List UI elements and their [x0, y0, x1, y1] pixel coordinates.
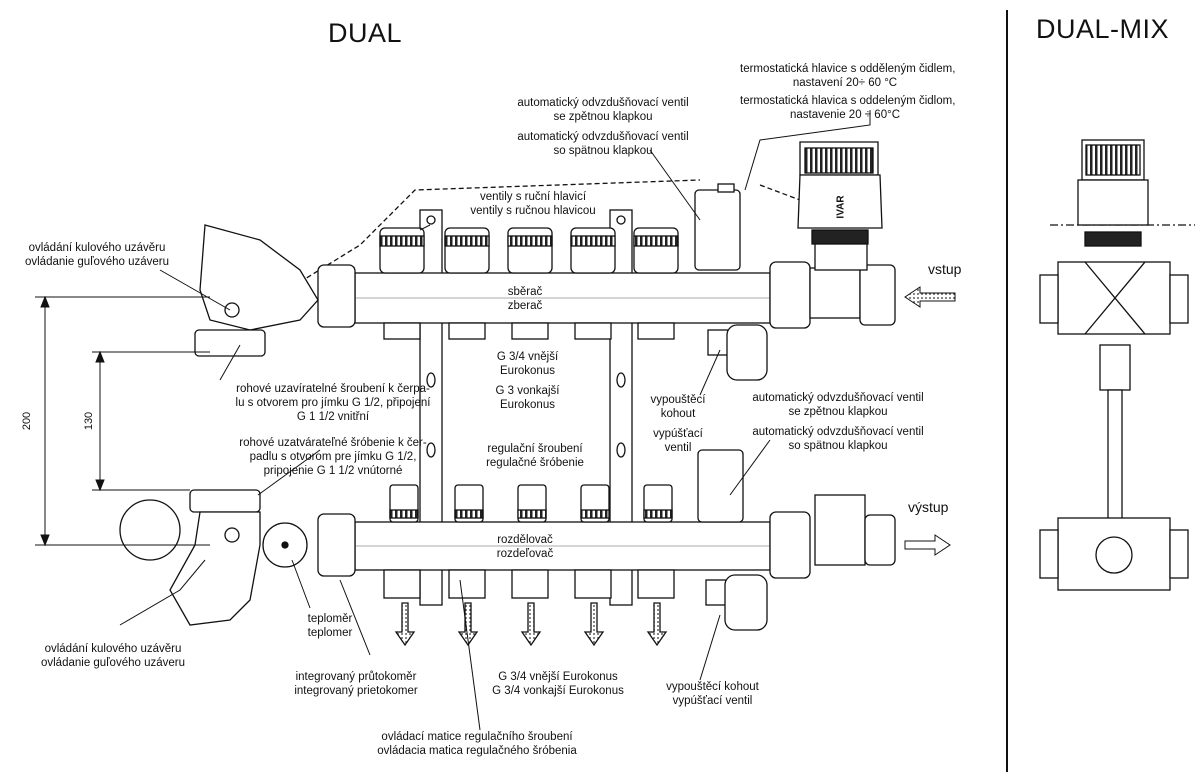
dual-mix-drawing: [1039, 139, 1195, 591]
manual-valves-label: ventily s ruční hlavicí ventily s ručnou…: [468, 190, 598, 218]
thermometer-label: teploměr teplomer: [307, 613, 353, 639]
flowmeters: [389, 484, 673, 523]
angle-fitting-label: rohové uzavíratelné šroubení k čerpa- lu…: [235, 383, 431, 477]
outlet-label: výstup: [908, 499, 949, 515]
drain-mid-label: vypouštěcí kohout vypúšťací ventil: [650, 394, 706, 454]
manual-valve-heads: [379, 227, 679, 274]
outlet-arrow: [904, 534, 951, 556]
thread-mid-label: G 3/4 vnější Eurokonus G 3 vonkajší Euro…: [495, 351, 560, 411]
air-vent-mid-label: automatický odvzdušňovací ventil se zpět…: [752, 392, 924, 452]
dual-mix-title: DUAL-MIX: [1036, 14, 1170, 44]
inlet-arrow: [904, 286, 956, 308]
thread-bottom-label: G 3/4 vnější Eurokonus G 3/4 vonkajší Eu…: [492, 671, 624, 697]
inlet-label: vstup: [928, 261, 962, 277]
thermo-head-label: termostatická hlavice s odděleným čidlem…: [740, 63, 956, 121]
regulating-fitting-label: regulační šroubení regulačné šróbenie: [486, 443, 584, 469]
dimension-130: 130: [83, 411, 96, 431]
drain-bottom-label: vypouštěcí kohout vypúšťací ventil: [666, 681, 759, 707]
air-vent-top-label: automatický odvzdušňovací ventil se zpět…: [517, 97, 689, 157]
brand-mark: IVAR: [835, 195, 847, 219]
ball-valve-top-label: ovládání kulového uzávěru ovládanie guľo…: [24, 242, 169, 268]
flowmeter-label: integrovaný průtokoměr integrovaný priet…: [294, 671, 418, 697]
dimension-200: 200: [21, 411, 34, 431]
ball-valve-bottom-label: ovládání kulového uzávěru ovládanie guľo…: [40, 643, 185, 669]
collector-label: sběrač zberač: [507, 286, 543, 312]
regulating-nut-label: ovládací matice regulačního šroubení ovl…: [377, 731, 577, 757]
air-vent-mid: [697, 449, 744, 523]
cabinet-outline: [299, 179, 801, 283]
ball-valve-bottom: [169, 511, 261, 626]
dual-title: DUAL: [328, 18, 403, 48]
air-vent-top: [694, 189, 741, 271]
pump-fitting: [119, 499, 181, 561]
thermostatic-head: [797, 141, 883, 271]
ball-valve-top: [199, 224, 319, 331]
distributor-label: rozdělovač rozdeľovač: [496, 534, 554, 560]
